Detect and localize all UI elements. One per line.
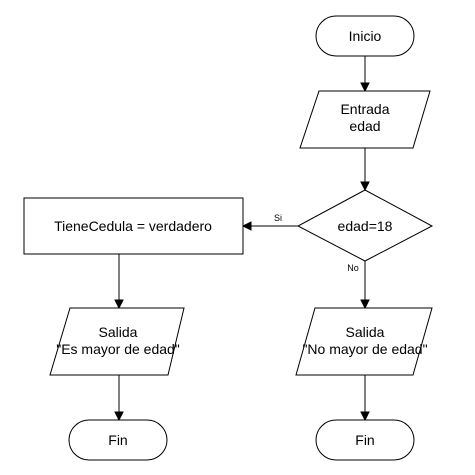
data-shape	[49, 307, 185, 376]
terminal-shape	[68, 419, 168, 461]
node-fin-left-label: Fin	[108, 432, 127, 448]
terminal-shape	[315, 419, 415, 461]
node-salida-si-line2: "Es mayor de edad"	[56, 341, 180, 357]
node-salida-si-line1: Salida	[99, 324, 138, 340]
data-shape	[299, 90, 431, 149]
node-salida-no-line2: "No mayor de edad"	[302, 341, 427, 357]
node-entrada[interactable]: Entrada edad	[299, 90, 431, 149]
nodes: Inicio Entrada edad edad=18 TieneCedula …	[23, 15, 434, 461]
edge-entrada-to-decision	[360, 148, 370, 192]
process-shape	[23, 197, 244, 255]
node-fin-right[interactable]: Fin	[315, 419, 415, 461]
decision-shape	[296, 189, 434, 262]
node-fin-left[interactable]: Fin	[68, 419, 168, 461]
edges: Si No	[114, 56, 370, 422]
node-fin-right-label: Fin	[355, 432, 374, 448]
node-entrada-line1: Entrada	[340, 101, 389, 117]
node-decision[interactable]: edad=18	[296, 189, 434, 262]
data-shape	[295, 307, 433, 376]
node-salida-si[interactable]: Salida "Es mayor de edad"	[49, 307, 185, 376]
edge-salida-si-to-fin	[114, 375, 124, 422]
node-salida-no[interactable]: Salida "No mayor de edad"	[295, 307, 433, 376]
node-salida-no-line1: Salida	[346, 324, 385, 340]
edge-decision-to-process: Si	[241, 212, 298, 231]
edge-salida-no-to-fin	[360, 375, 370, 422]
node-decision-label: edad=18	[338, 218, 393, 234]
node-process[interactable]: TieneCedula = verdadero	[23, 197, 244, 255]
terminal-shape	[315, 15, 415, 57]
edge-label-no: No	[347, 263, 359, 273]
edge-decision-to-salida-no: No	[345, 261, 370, 310]
node-inicio-label: Inicio	[349, 28, 382, 44]
node-process-label: TieneCedula = verdadero	[54, 218, 212, 234]
edge-inicio-to-entrada	[360, 56, 370, 93]
node-entrada-line2: edad	[349, 118, 380, 134]
edge-label-si: Si	[274, 213, 282, 223]
node-inicio[interactable]: Inicio	[315, 15, 415, 57]
edge-process-to-salida-si	[114, 254, 124, 310]
